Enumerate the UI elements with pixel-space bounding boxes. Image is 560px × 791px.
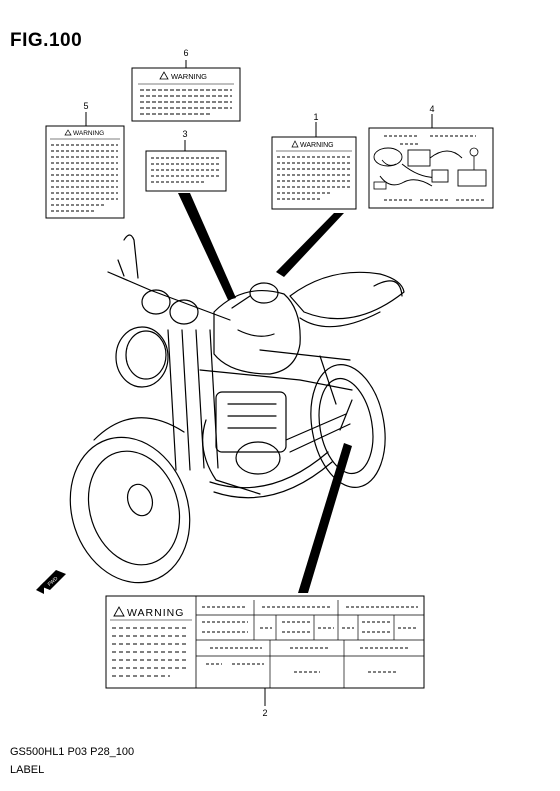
label-1: WARNING [271,136,357,210]
callout-1: 1 [313,112,318,122]
pointer-label-1 [276,213,344,277]
part-code: GS500HL1 P03 P28_100 [10,746,135,758]
callout-3: 3 [182,129,187,139]
callout-2: 2 [262,708,267,718]
part-name: LABEL [10,764,45,776]
callout-4: 4 [429,104,434,114]
pointer-label-2 [298,443,352,593]
callout-5: 5 [83,101,88,111]
label-3 [145,150,227,192]
label-2-warning-text: WARNING [127,607,184,619]
figure-title: FIG.100 [10,30,83,51]
motorcycle-illustration [69,234,405,584]
label-2: WARNING [105,595,425,689]
fwd-arrow-icon: FWD [36,570,66,594]
label-4 [368,127,494,209]
label-1-warning-text: WARNING [300,142,334,149]
pointer-label-3 [178,193,236,300]
callout-6: 6 [183,48,188,58]
label-5-warning-text: WARNING [73,130,104,137]
label-6-warning-text: WARNING [171,72,207,81]
label-6: WARNING [131,67,241,122]
label-5: WARNING [45,125,125,219]
